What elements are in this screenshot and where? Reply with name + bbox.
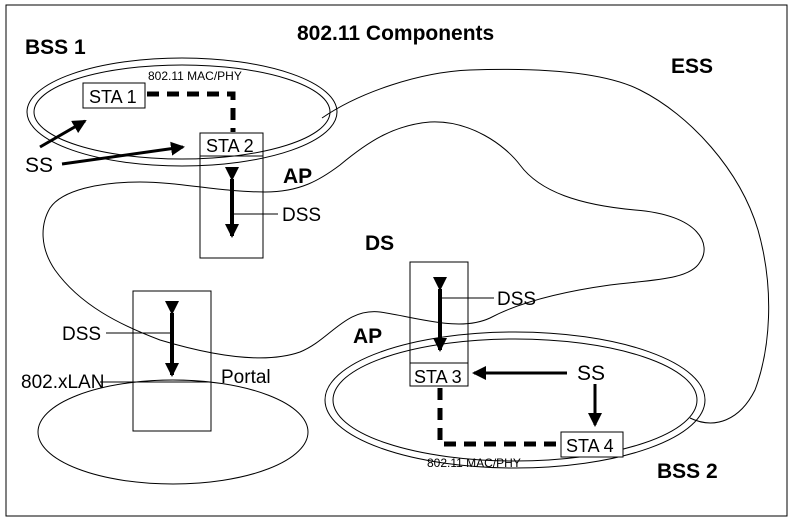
sta4-box	[560, 431, 624, 458]
ss-arrow-to-sta2	[61, 141, 185, 166]
mac-phy-top-label: 802.11 MAC/PHY	[148, 69, 242, 83]
bss1-label: BSS 1	[25, 36, 86, 59]
ess-boundary	[321, 68, 770, 424]
dss-portal-label: DSS	[62, 324, 101, 345]
lan-ellipse	[37, 379, 309, 485]
dss-ap-bottom-label: DSS	[497, 289, 536, 310]
ess-label: ESS	[671, 55, 713, 78]
ap-top-label: AP	[283, 165, 312, 188]
ap-top-box	[199, 132, 264, 259]
mac-phy-bottom-label: 802.11 MAC/PHY	[427, 456, 521, 470]
bss2-outer-ellipse	[324, 331, 706, 469]
dss-ap-top-label: DSS	[282, 205, 321, 226]
ss-left-label: SS	[25, 154, 53, 177]
diagram-frame	[5, 4, 788, 517]
ds-boundary	[42, 121, 705, 359]
bss2-label: BSS 2	[657, 460, 718, 483]
lan-label: 802.xLAN	[21, 372, 104, 393]
mac-phy-link-bottom	[437, 388, 558, 447]
ss-arrow-to-sta1	[39, 119, 87, 149]
portal-label: Portal	[221, 367, 271, 388]
ds-label: DS	[365, 232, 394, 255]
sta2-label: STA 2	[206, 136, 254, 156]
mac-phy-link-top	[147, 91, 236, 132]
bss1-outer-ellipse	[26, 57, 338, 167]
sta1-box	[82, 82, 146, 109]
bss2-inner-ellipse	[332, 338, 698, 462]
diagram-title: 802.11 Components	[297, 22, 494, 45]
sta3-label: STA 3	[414, 367, 462, 387]
bss1-inner-ellipse	[33, 64, 331, 160]
sta4-label: STA 4	[566, 436, 614, 456]
ss-right-label: SS	[577, 362, 605, 385]
ap-bottom-label: AP	[353, 325, 382, 348]
sta1-label: STA 1	[89, 87, 137, 107]
ap-bottom-box	[409, 261, 469, 387]
portal-box	[132, 290, 212, 432]
